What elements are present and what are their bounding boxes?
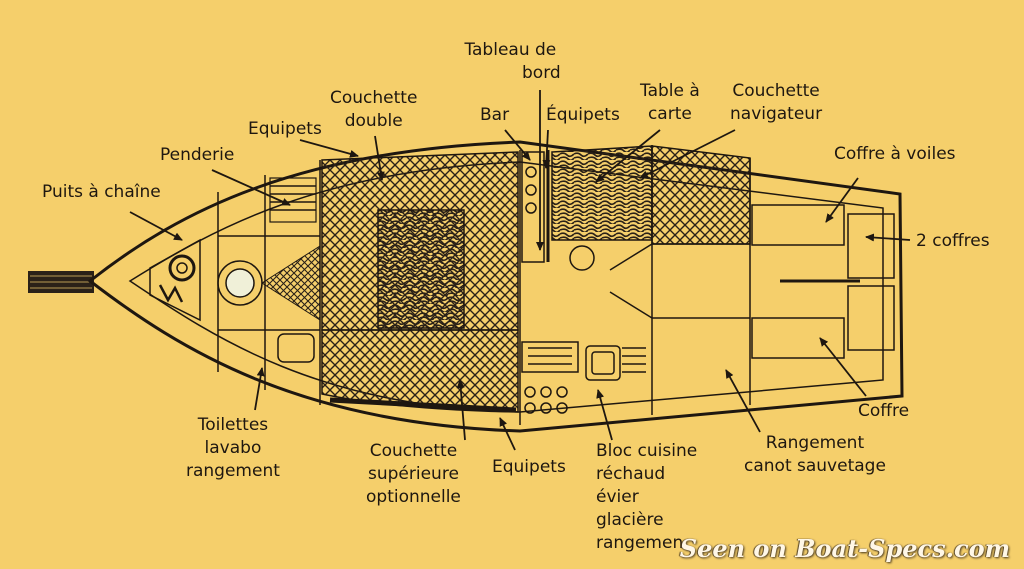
label-equipets-bottom: Equipets [492,457,566,477]
navigator-berth [651,145,751,245]
penderie-box [269,177,317,223]
label-line: navigateur [730,104,823,124]
upper-berth-rail [329,397,517,413]
hull-outline [87,140,904,433]
label-line: supérieure [368,464,459,484]
label-puits-a-chaine: Puits à chaîne [42,182,161,202]
label-bar: Bar [480,105,510,125]
toilet-grid [261,245,321,321]
label-line: rangemen [596,533,684,553]
label-toilettes: Toilettes lavabo rangement [186,414,280,483]
label-line: rangement [186,461,280,481]
label-line: canot sauvetage [744,456,886,476]
bowsprit [28,271,94,293]
toilet-fixture [217,260,263,306]
lavabo [277,333,315,363]
label-line: Tableau de [464,40,557,60]
label-line: glacière [596,510,664,530]
label-line: Couchette [732,81,820,101]
label-line: réchaud [596,464,666,484]
berth-cushion [377,209,465,329]
label-line: évier [596,487,639,507]
galley-unit [521,341,646,414]
label-bloc-cuisine: Bloc cuisine réchaud évier glacière rang… [596,440,697,555]
label-line: Rangement [765,433,865,453]
label-line: Couchette [330,88,418,108]
label-rangement-canot: Rangement canot sauvetage [744,432,886,478]
label-line: carte [647,104,692,124]
label-line: bord [522,63,561,83]
label-line: Table à [640,81,700,101]
hull-inner-line [128,161,884,413]
cockpit [609,204,895,359]
chain-locker [149,238,201,322]
label-line: lavabo [204,438,262,458]
label-couchette-double: Couchette double [330,87,417,133]
label-couchette-superieure: Couchette supérieure optionnelle [366,440,461,509]
chart-table [551,145,653,241]
label-equipets-bar: Équipets [546,105,620,125]
leader-lines [129,90,911,451]
label-line: Couchette [369,441,458,461]
label-tableau-de-bord: Tableau de bord [460,39,561,85]
label-table-a-carte: Table à carte [640,80,700,126]
label-penderie: Penderie [160,145,235,165]
label-couchette-navigateur: Couchette navigateur [730,80,822,126]
watermark: Seen on Boat-Specs.com [679,534,1010,563]
label-coffre: Coffre [858,401,910,421]
label-2-coffres: 2 coffres [916,231,990,251]
label-line: optionnelle [366,487,461,507]
label-line: Bloc cuisine [596,441,698,461]
bar-area [521,150,550,263]
label-line: double [344,111,403,131]
stool [569,245,595,271]
label-equipets-top: Equipets [248,119,322,139]
label-line: Toilettes [197,415,269,435]
label-coffre-a-voiles: Coffre à voiles [834,144,956,164]
